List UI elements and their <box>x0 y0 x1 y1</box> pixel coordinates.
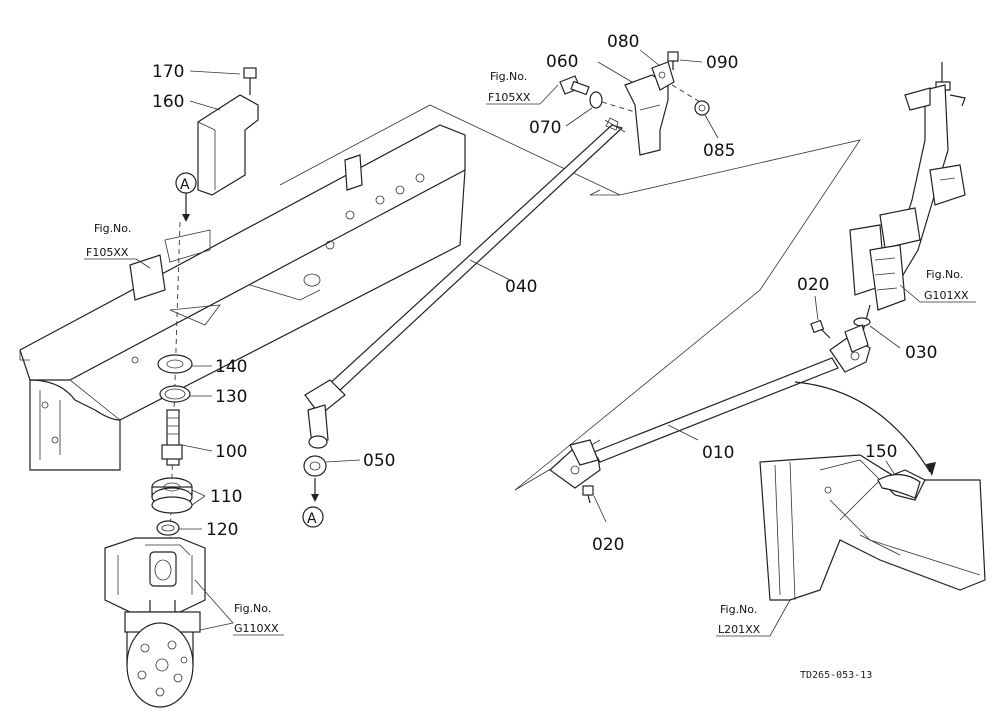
callout-120: 120 <box>206 520 238 540</box>
part-140-seal <box>157 354 193 374</box>
part-020-bolt-top <box>810 319 831 339</box>
part-040-shaft <box>324 117 626 393</box>
u-joint-010-upper <box>829 324 871 373</box>
callout-080: 080 <box>607 32 639 52</box>
part-130-ring <box>159 385 191 403</box>
svg-text:A: A <box>307 511 317 527</box>
part-085-nut <box>694 100 710 116</box>
figref-panel-label: Fig.No. <box>720 603 757 616</box>
part-010-shaft <box>593 357 839 463</box>
leader-160 <box>189 100 221 111</box>
marker-a-top: A <box>175 172 197 222</box>
part-170-bolt <box>243 67 257 95</box>
right-outline <box>514 139 861 491</box>
callout-085: 085 <box>703 141 735 161</box>
callout-020-bottom: 020 <box>592 535 624 555</box>
callout-140: 140 <box>215 357 247 377</box>
callout-040: 040 <box>505 277 537 297</box>
u-joint-010-lower <box>549 439 601 489</box>
steering-column <box>849 62 966 336</box>
callout-060: 060 <box>546 52 578 72</box>
callout-030: 030 <box>905 343 937 363</box>
part-020-bolt-bottom <box>582 485 594 504</box>
part-110-bearings <box>151 477 193 514</box>
callout-050: 050 <box>363 451 395 471</box>
figref-column-label: Fig.No. <box>926 268 963 281</box>
part-150-cover <box>877 473 921 499</box>
location-arrow <box>794 381 931 473</box>
callout-070: 070 <box>529 118 561 138</box>
figref-panel-code: L201XX <box>718 623 761 636</box>
part-070-bolt <box>559 75 636 113</box>
part-080-plate <box>651 61 675 91</box>
part-160-bracket <box>197 94 259 196</box>
callout-160: 160 <box>152 92 184 112</box>
part-100-shaft <box>161 409 183 466</box>
part-120-ring <box>156 520 180 536</box>
part-090-bolt <box>667 51 679 70</box>
floor-panel <box>759 454 986 601</box>
u-joint-040 <box>304 379 346 449</box>
callout-100: 100 <box>215 442 247 462</box>
svg-text:A: A <box>180 177 190 193</box>
callout-020-top: 020 <box>797 275 829 295</box>
callout-170: 170 <box>152 62 184 82</box>
callout-110: 110 <box>210 487 242 507</box>
part-050-nut <box>303 455 327 477</box>
steering-pump <box>104 537 206 708</box>
callout-010: 010 <box>702 443 734 463</box>
figref-bolt-code: F105XX <box>488 91 531 104</box>
leader-170 <box>189 70 241 75</box>
chassis-frame <box>19 124 466 471</box>
figref-column-code: G101XX <box>924 289 969 302</box>
figref-bolt-label: Fig.No. <box>490 70 527 83</box>
callout-130: 130 <box>215 387 247 407</box>
figref-pump-label: Fig.No. <box>234 602 271 615</box>
figref-frame-label: Fig.No. <box>94 222 131 235</box>
drawing-code: TD265-053-13 <box>800 670 872 681</box>
figref-frame-code: F105XX <box>86 246 129 259</box>
marker-a-bottom: A <box>302 478 324 528</box>
mounting-outline <box>279 104 621 196</box>
callout-150: 150 <box>865 442 897 462</box>
callout-090: 090 <box>706 53 738 73</box>
figref-pump-code: G110XX <box>234 622 279 635</box>
